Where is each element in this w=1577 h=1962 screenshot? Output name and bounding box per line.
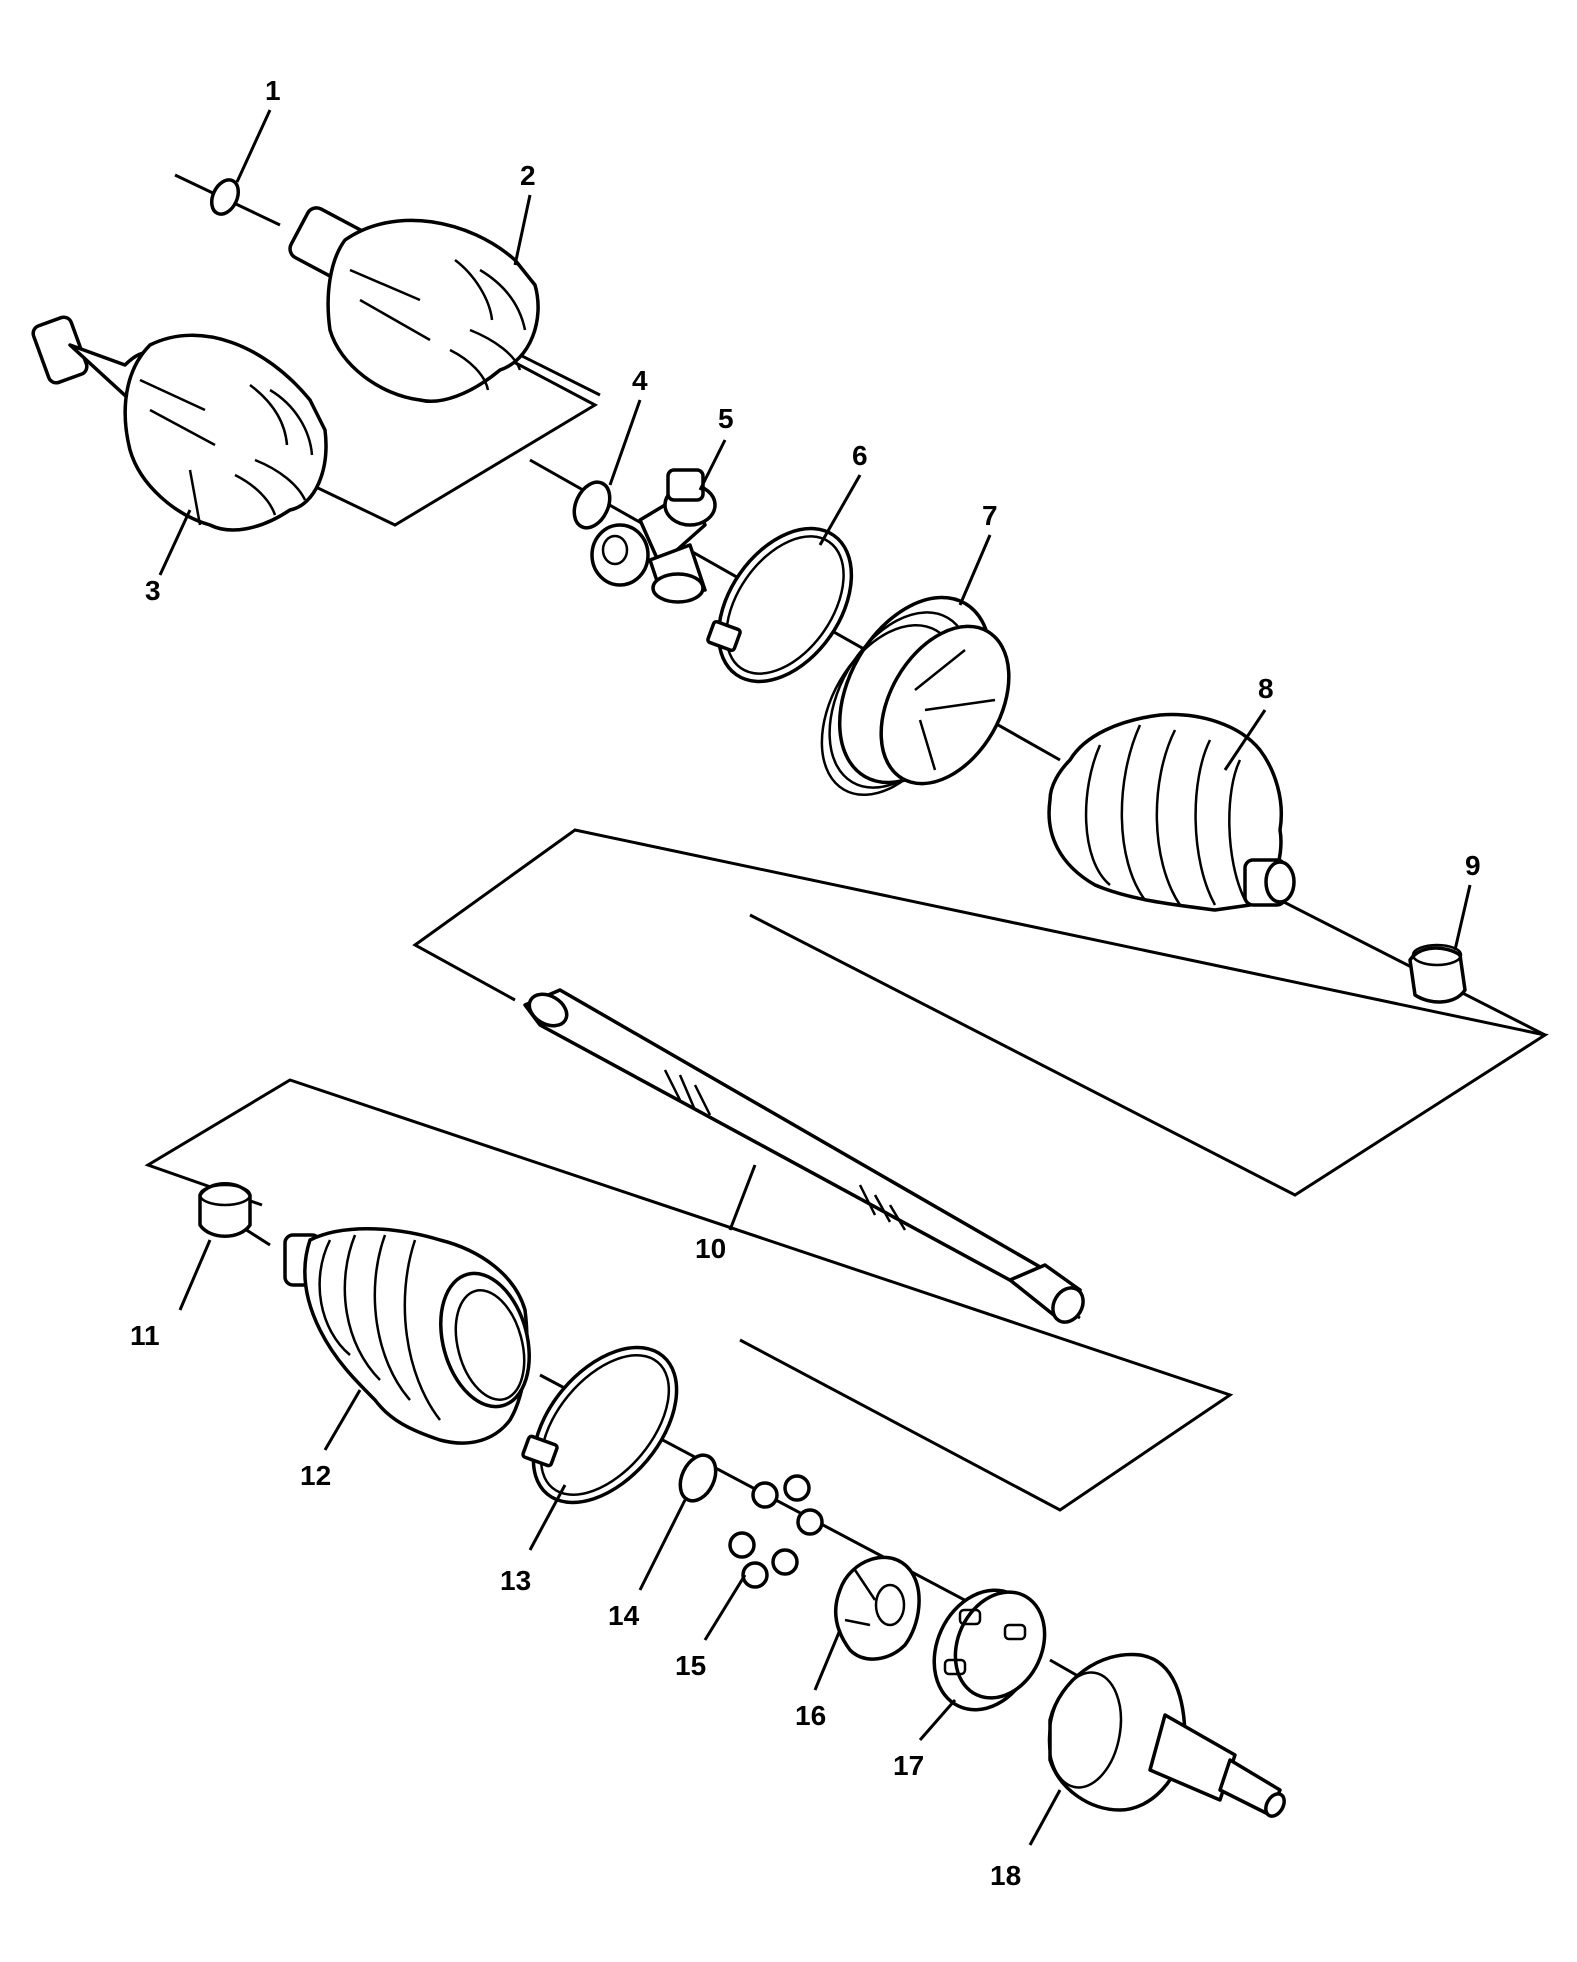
callout-10: 10 (695, 1233, 726, 1264)
callout-7: 7 (982, 500, 998, 531)
callout-11: 11 (130, 1320, 160, 1351)
spider-assembly-icon (590, 468, 717, 604)
snap-ring-icon (209, 178, 241, 216)
boot-clamp-icon (706, 526, 854, 684)
balls-icon (728, 1474, 824, 1589)
callout-14: 14 (608, 1600, 640, 1631)
retaining-ring-icon (572, 480, 612, 530)
callout-6: 6 (852, 440, 868, 471)
callout-4: 4 (632, 365, 648, 396)
boot-bushing-icon (820, 595, 1011, 797)
small-clamp-icon (1408, 943, 1467, 1004)
callout-17: 17 (893, 1750, 924, 1781)
callout-2: 2 (520, 160, 536, 191)
lower-bracket-line (144, 1078, 1234, 1512)
callout-5: 5 (718, 403, 734, 434)
tripot-housing-with-stub-icon (31, 315, 328, 532)
callout-12: 12 (300, 1460, 331, 1491)
callout-labels: 1 2 3 4 5 6 7 8 9 10 11 12 13 14 15 16 1… (130, 75, 1481, 1891)
boot-clamp-icon (521, 1345, 679, 1505)
leader-lines (158, 109, 1472, 1846)
callout-8: 8 (1258, 673, 1274, 704)
race-retaining-ring-icon (678, 1453, 718, 1503)
inboard-boot-icon (1047, 712, 1296, 912)
outer-race-icon (1047, 1652, 1286, 1818)
callout-13: 13 (500, 1565, 531, 1596)
callout-16: 16 (795, 1700, 826, 1731)
small-clamp-icon (198, 1182, 252, 1238)
outboard-boot-icon (283, 1227, 531, 1445)
axle-shaft-icon (523, 988, 1085, 1324)
callout-9: 9 (1465, 850, 1481, 881)
callout-3: 3 (145, 575, 161, 606)
inner-race-icon (833, 1555, 921, 1661)
shaft-bracket-line (412, 828, 1549, 1197)
callout-15: 15 (675, 1650, 706, 1681)
callout-1: 1 (265, 75, 281, 106)
cage-icon (932, 1588, 1047, 1712)
callout-18: 18 (990, 1860, 1021, 1891)
tripot-housing-icon (288, 206, 540, 403)
